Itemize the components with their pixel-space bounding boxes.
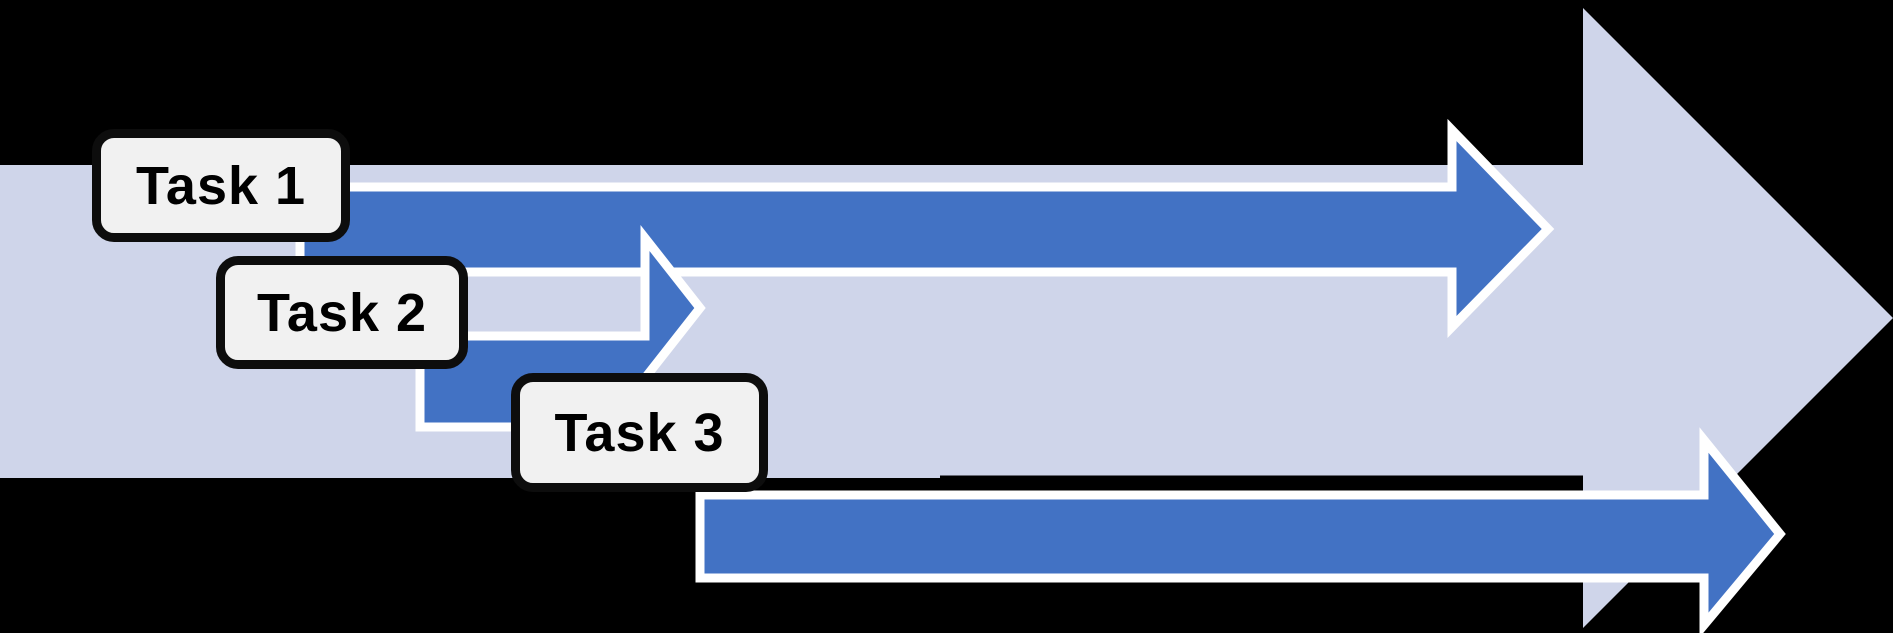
task-2-label-text: Task 2 bbox=[256, 282, 428, 343]
task-3-label-box[interactable]: Task 3 bbox=[511, 373, 768, 492]
task-1-label-text: Task 1 bbox=[135, 155, 307, 216]
overall-timeline-arrow bbox=[0, 8, 1893, 628]
task-1-bar[interactable] bbox=[295, 118, 1555, 339]
task-1-label-box[interactable]: Task 1 bbox=[92, 129, 350, 242]
task-3-label-text: Task 3 bbox=[554, 402, 725, 463]
task-2-label-box[interactable]: Task 2 bbox=[216, 256, 468, 369]
task-3-bar[interactable] bbox=[695, 427, 1786, 633]
